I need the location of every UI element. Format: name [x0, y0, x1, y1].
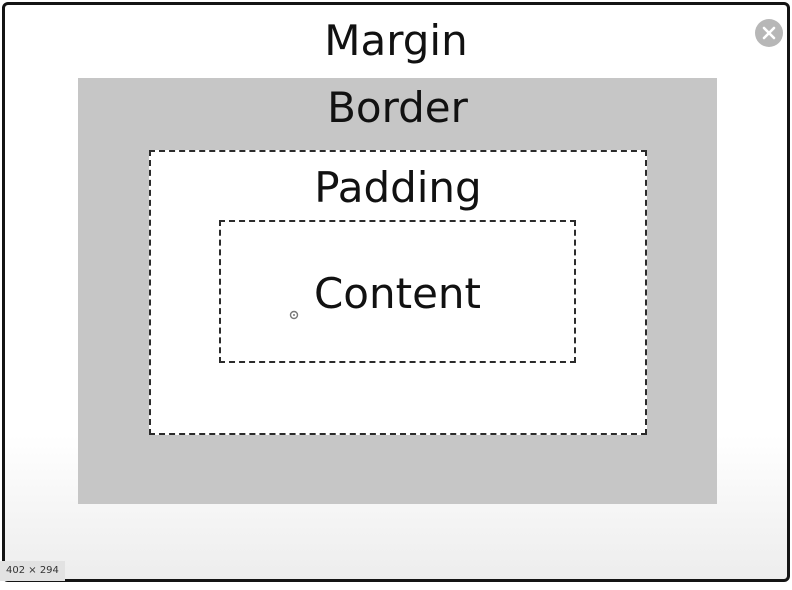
close-button[interactable]: [755, 19, 783, 47]
preview-window: Margin Border Padding Content: [2, 2, 790, 582]
content-box: Content: [219, 220, 576, 363]
cursor-icon: [289, 310, 299, 320]
close-icon: [762, 26, 776, 40]
padding-label: Padding: [314, 163, 482, 212]
margin-label: Margin: [324, 16, 468, 65]
size-badge: 402 × 294: [0, 561, 65, 581]
content-label: Content: [313, 269, 482, 318]
border-label: Border: [327, 83, 468, 132]
